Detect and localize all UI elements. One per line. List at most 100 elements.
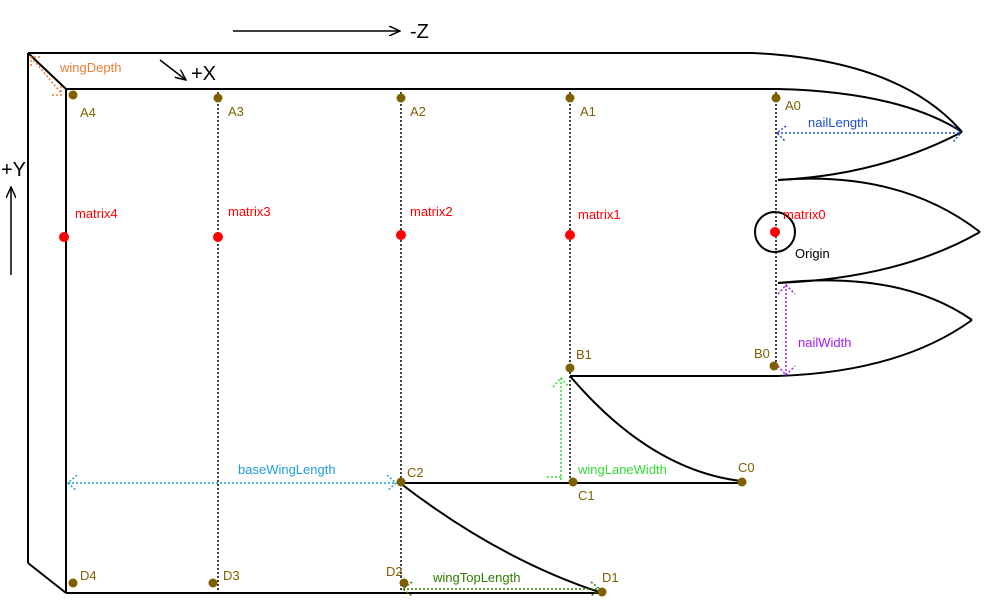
arrowhead-bottom-lower [777,319,973,377]
point-dot-icon [68,90,78,100]
point-A2: A2 [396,93,426,119]
arrowhead-icon [52,85,62,96]
origin-label: Origin [795,246,830,261]
point-label: B0 [754,346,770,361]
nail-length-dimension: nailLength [775,115,963,143]
point-dot-icon [771,93,781,103]
point-D2: D2 [386,564,409,588]
point-D4: D4 [68,568,97,588]
point-B1: B1 [565,347,592,373]
arrowhead-mid-upper [777,177,981,233]
matrix-dot-icon [396,230,406,240]
origin-marker: Origin [754,211,830,261]
point-dot-icon [213,93,223,103]
matrix-label: matrix2 [410,204,453,219]
point-dot-icon [396,477,406,487]
point-label: D2 [386,564,403,579]
matrix-points: matrix4 matrix3 matrix2 matrix1 matrix0 [59,204,826,242]
matrix-label: matrix0 [783,207,826,222]
point-dot-icon [399,578,409,588]
matrix-label: matrix3 [228,204,271,219]
depth-edge-top [27,52,67,90]
point-dot-icon [737,477,747,487]
arrowhead-icon [66,474,78,492]
x-axis-arrow-icon [159,59,186,80]
matrix-point-1: matrix1 [565,207,621,240]
arrowhead-icon [30,56,41,66]
point-dot-icon [597,587,607,597]
wing-top-length-dimension: wingTopLength [401,570,602,597]
matrix-dot-icon [770,227,780,237]
x-axis-indicator: +X [159,59,216,85]
y-axis-indicator: +Y [1,159,26,275]
wing-lane-width-label: wingLaneWidth [577,462,667,477]
matrix-dot-icon [213,232,223,242]
point-D3: D3 [208,568,240,588]
matrix-label: matrix1 [578,207,621,222]
point-A4: A4 [68,90,96,120]
point-A0: A0 [771,93,801,113]
matrix-point-4: matrix4 [59,206,118,242]
control-points: A4 A3 A2 A1 A0 B1 B0 C2 C1 C0 D4 D3 D2 D… [68,90,801,597]
point-label: D1 [602,570,619,585]
point-B0: B0 [754,346,779,371]
point-dot-icon [565,363,575,373]
nail-length-label: nailLength [808,115,868,130]
nail-width-dimension: nailWidth [777,283,851,377]
y-axis-label: +Y [1,159,26,181]
point-C0: C0 [737,460,755,487]
arrow-outline [27,52,981,594]
point-dot-icon [68,578,78,588]
point-label: C1 [578,488,595,503]
matrix-dot-icon [565,230,575,240]
arrowhead-icon [386,474,398,492]
arrowhead-top-back [751,52,963,133]
point-C1: C1 [568,477,595,503]
wing1-curve [569,375,742,482]
arrowhead-top-upper [777,88,963,133]
point-label: A1 [580,104,596,119]
base-wing-length-dimension: baseWingLength [66,462,398,492]
nail-width-label: nailWidth [798,335,851,350]
point-label: A4 [80,105,96,120]
depth-edge-bottom [27,562,67,594]
point-A1: A1 [565,93,596,119]
matrix-label: matrix4 [75,206,118,221]
arrowhead-top-lower [777,131,963,181]
arrowhead-icon [775,125,787,143]
arrowhead-icon [552,376,570,388]
wing-depth-label: wingDepth [59,60,121,75]
point-dot-icon [769,361,779,371]
z-axis-indicator: -Z [233,21,429,43]
point-label: D4 [80,568,97,583]
arrowhead-icon [777,365,796,377]
point-label: D3 [223,568,240,583]
matrix-point-0: matrix0 [770,207,826,237]
matrix-dot-icon [59,232,69,242]
arrowhead-bottom-upper [777,279,973,321]
wing-depth-dimension: wingDepth [30,56,121,96]
x-axis-label: +X [191,63,216,85]
arrowhead-icon [777,283,796,295]
point-dot-icon [396,93,406,103]
point-label: B1 [576,347,592,362]
origin-circle-icon [754,211,796,253]
point-label: A2 [410,104,426,119]
section-lines [217,92,777,590]
point-label: C2 [407,465,424,480]
point-dot-icon [568,477,578,487]
point-label: A3 [228,104,244,119]
base-wing-length-label: baseWingLength [238,462,336,477]
matrix-point-2: matrix2 [396,204,453,240]
point-label: C0 [738,460,755,475]
point-D1: D1 [597,570,619,597]
wing-lane-width-dimension: wingLaneWidth [547,376,667,480]
point-dot-icon [208,578,218,588]
matrix-point-3: matrix3 [213,204,271,242]
wing2-curve [399,482,603,594]
point-C2: C2 [396,465,424,487]
point-A3: A3 [213,93,244,119]
point-dot-icon [565,93,575,103]
point-label: A0 [785,98,801,113]
